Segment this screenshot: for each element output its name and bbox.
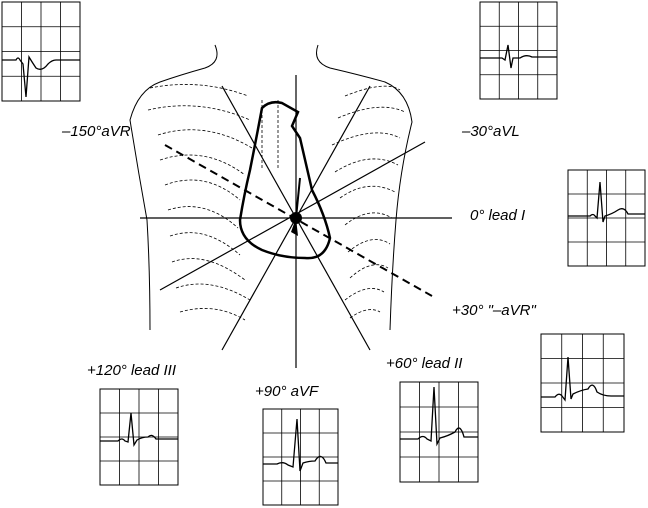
- label-avl: –30°aVL: [462, 123, 520, 140]
- ecg-neg-avr: [540, 333, 625, 433]
- label-lead-ii: +60° lead II: [386, 355, 463, 372]
- ecg-avr: [1, 1, 81, 102]
- axis-mean-vector: [295, 177, 301, 219]
- label-neg-avr: +30° "–aVR": [452, 302, 536, 319]
- ecg-lead-i: [567, 169, 646, 267]
- direction-arrow: [291, 218, 298, 236]
- ecg-avl: [479, 1, 558, 100]
- torso-outline: [129, 44, 413, 331]
- label-lead-iii: +120° lead III: [87, 362, 176, 379]
- ecg-avf: [262, 408, 339, 506]
- label-avr: –150°aVR: [62, 123, 131, 140]
- ribcage: [147, 84, 406, 321]
- ecg-lead-iii: [99, 388, 179, 486]
- label-lead-i: 0° lead I: [470, 207, 526, 224]
- ecg-lead-ii: [399, 381, 479, 483]
- heart-outline: [238, 100, 332, 260]
- label-avf: +90° aVF: [255, 383, 319, 400]
